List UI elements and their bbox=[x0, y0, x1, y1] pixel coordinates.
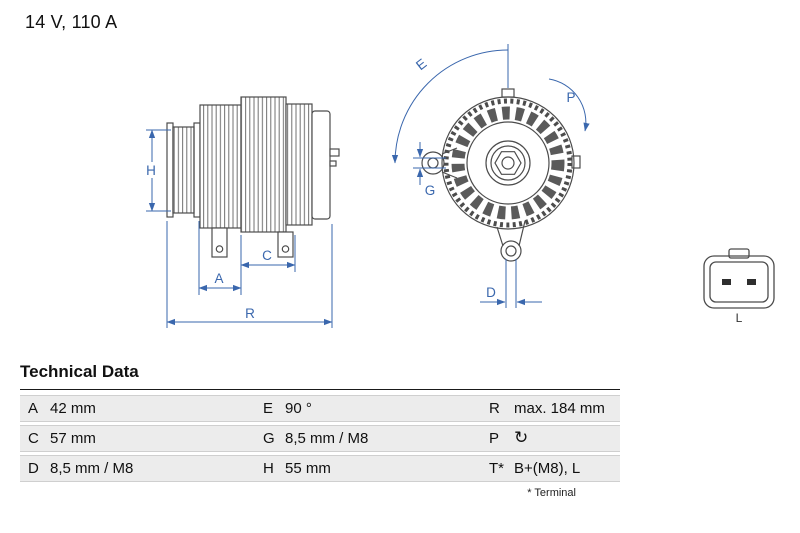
table-key-a: A bbox=[28, 400, 39, 417]
table-key-t: T* bbox=[489, 460, 504, 477]
table-value-c: 57 mm bbox=[50, 430, 96, 447]
outer-teeth-ring bbox=[443, 98, 573, 228]
table-value-t: B+(M8), L bbox=[514, 460, 581, 477]
pulley-flange-right bbox=[193, 122, 201, 218]
table-key-p: P bbox=[489, 430, 500, 447]
body-front-bracket bbox=[199, 104, 242, 229]
left-lug-arms bbox=[441, 147, 458, 179]
front-view-dimension-lines bbox=[391, 44, 590, 308]
bottom-lug-hole bbox=[505, 245, 517, 257]
leg-hole-front bbox=[215, 245, 224, 253]
terminal-stud-small bbox=[329, 160, 337, 167]
table-key-e: E bbox=[263, 400, 274, 417]
connector-outer-shell bbox=[703, 255, 775, 309]
hub-ring-outer bbox=[485, 140, 531, 186]
table-value-d: 8,5 mm / M8 bbox=[50, 460, 134, 477]
table-value-g: 8,5 mm / M8 bbox=[285, 430, 369, 447]
inner-ring bbox=[466, 121, 550, 205]
table-row-1: A 42 mm E 90 ° R max. 184 mm bbox=[20, 395, 620, 422]
dim-label-d: D bbox=[486, 285, 496, 300]
table-row-3: D 8,5 mm / M8 H 55 mm T* B+(M8), L bbox=[20, 455, 620, 482]
connector-pin-2 bbox=[747, 279, 756, 285]
rear-cap bbox=[311, 110, 331, 220]
left-lug bbox=[421, 151, 445, 175]
table-key-r: R bbox=[489, 400, 500, 417]
left-lug-hole bbox=[427, 157, 439, 169]
table-row-2: C 57 mm G 8,5 mm / M8 P ↻ bbox=[20, 425, 620, 452]
table-value-a: 42 mm bbox=[50, 400, 96, 417]
technical-drawing: H A C R E P G D L bbox=[144, 44, 775, 328]
terminal-stud bbox=[329, 148, 340, 157]
table-value-e: 90 ° bbox=[285, 400, 312, 417]
shaft-hex-nut bbox=[494, 151, 522, 175]
body-stator bbox=[240, 96, 287, 233]
connector-tab bbox=[728, 248, 750, 259]
connector-label: L bbox=[736, 311, 743, 325]
bottom-lug bbox=[500, 240, 522, 262]
bottom-lug-arms bbox=[496, 220, 526, 247]
technical-data-section: Technical Data A 42 mm E 90 ° R max. 184… bbox=[20, 362, 620, 499]
pulley-ribs bbox=[172, 126, 195, 214]
table-key-h: H bbox=[263, 460, 274, 477]
right-stud bbox=[571, 155, 581, 169]
dim-label-a: A bbox=[214, 271, 223, 286]
connector-inner-shell bbox=[709, 261, 769, 303]
dim-label-p: P bbox=[566, 90, 575, 105]
angle-e-arc bbox=[391, 49, 509, 164]
vent-slot-ring bbox=[451, 106, 565, 220]
rotation-direction-icon: ↻ bbox=[514, 428, 529, 447]
dim-label-c: C bbox=[262, 248, 272, 263]
alternator-front-view bbox=[421, 88, 581, 262]
table-key-d: D bbox=[28, 460, 39, 477]
table-value-h: 55 mm bbox=[285, 460, 331, 477]
mounting-leg-front bbox=[211, 227, 228, 258]
leg-hole-rear bbox=[281, 245, 290, 253]
electrical-rating: 14 V, 110 A bbox=[25, 12, 118, 32]
alternator-side-view bbox=[166, 96, 340, 258]
connector-drawing bbox=[703, 248, 775, 309]
technical-data-title: Technical Data bbox=[20, 362, 620, 390]
rotation-p-arrow bbox=[548, 78, 590, 132]
dim-label-r: R bbox=[245, 306, 255, 321]
table-value-r: max. 184 mm bbox=[514, 400, 605, 417]
table-key-c: C bbox=[28, 430, 39, 447]
body-rear-bracket bbox=[285, 103, 313, 226]
top-stud bbox=[501, 88, 515, 98]
mounting-leg-rear bbox=[277, 231, 294, 258]
dim-label-e: E bbox=[413, 56, 429, 73]
dim-label-h: H bbox=[146, 163, 156, 178]
hub-ring-inner bbox=[490, 145, 526, 181]
table-key-g: G bbox=[263, 430, 275, 447]
dim-label-g: G bbox=[425, 183, 436, 198]
connector-pin-1 bbox=[722, 279, 731, 285]
shaft-center bbox=[501, 156, 515, 170]
table-footnote: * Terminal bbox=[527, 487, 576, 499]
pulley-flange-left bbox=[166, 122, 174, 218]
